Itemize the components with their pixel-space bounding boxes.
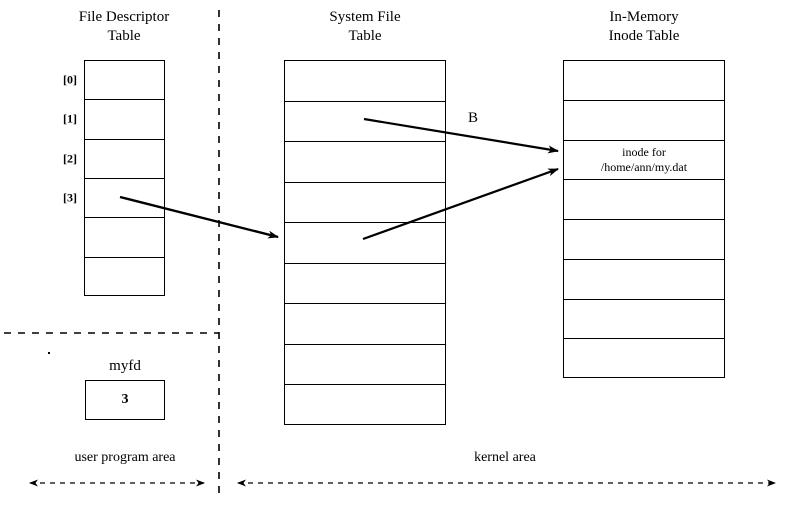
sft-row[interactable] xyxy=(285,61,445,102)
sft-row[interactable] xyxy=(285,385,445,426)
sft-row[interactable] xyxy=(285,304,445,345)
inode-row[interactable] xyxy=(564,180,724,220)
inode-row[interactable] xyxy=(564,220,724,260)
fd-table-row[interactable] xyxy=(85,218,164,258)
inode-label-line1: inode for xyxy=(622,144,666,159)
sft-row[interactable] xyxy=(285,264,445,305)
fd-index-label: [1] xyxy=(63,111,77,126)
sft-row[interactable] xyxy=(285,142,445,183)
fd-index-label: [2] xyxy=(63,151,77,166)
inode-row[interactable] xyxy=(564,300,724,340)
sft-row[interactable] xyxy=(285,102,445,143)
fd-table-title: File Descriptor Table xyxy=(78,9,170,44)
inode-table-title: In-Memory Inode Table xyxy=(608,9,680,44)
inode-row-active[interactable]: inode for /home/ann/my.dat xyxy=(564,141,724,181)
sft-row[interactable] xyxy=(285,223,445,264)
myfd-value-box[interactable]: 3 xyxy=(85,380,165,420)
inode-row[interactable] xyxy=(564,101,724,141)
fd-index-label: [3] xyxy=(63,190,77,205)
inode-row[interactable] xyxy=(564,260,724,300)
system-file-table xyxy=(284,60,446,425)
fd-table-row[interactable]: [3] xyxy=(63,179,164,219)
inode-table: inode for /home/ann/my.dat xyxy=(563,60,725,378)
file-descriptor-table: [0] [1] [2] [3] xyxy=(63,60,165,297)
fd-table-row[interactable]: [2] xyxy=(63,140,164,179)
system-file-table-title: System File Table xyxy=(329,9,401,44)
sft-row[interactable] xyxy=(285,183,445,224)
inode-row[interactable] xyxy=(564,339,724,379)
kernel-area-label: kernel area xyxy=(474,450,536,465)
inode-label-line2: /home/ann/my.dat xyxy=(600,159,688,174)
myfd-label: myfd xyxy=(109,358,141,374)
user-program-area-label: user program area xyxy=(74,450,176,465)
arrow-label-b: B xyxy=(468,110,479,126)
fd-table-row[interactable] xyxy=(85,258,164,297)
fd-index-label: [0] xyxy=(63,72,77,87)
sft-row[interactable] xyxy=(285,345,445,386)
fd-table-row[interactable]: [1] xyxy=(63,100,164,140)
fd-table-row[interactable]: [0] xyxy=(63,61,164,101)
inode-row[interactable] xyxy=(564,61,724,101)
stray-dot xyxy=(48,352,50,354)
